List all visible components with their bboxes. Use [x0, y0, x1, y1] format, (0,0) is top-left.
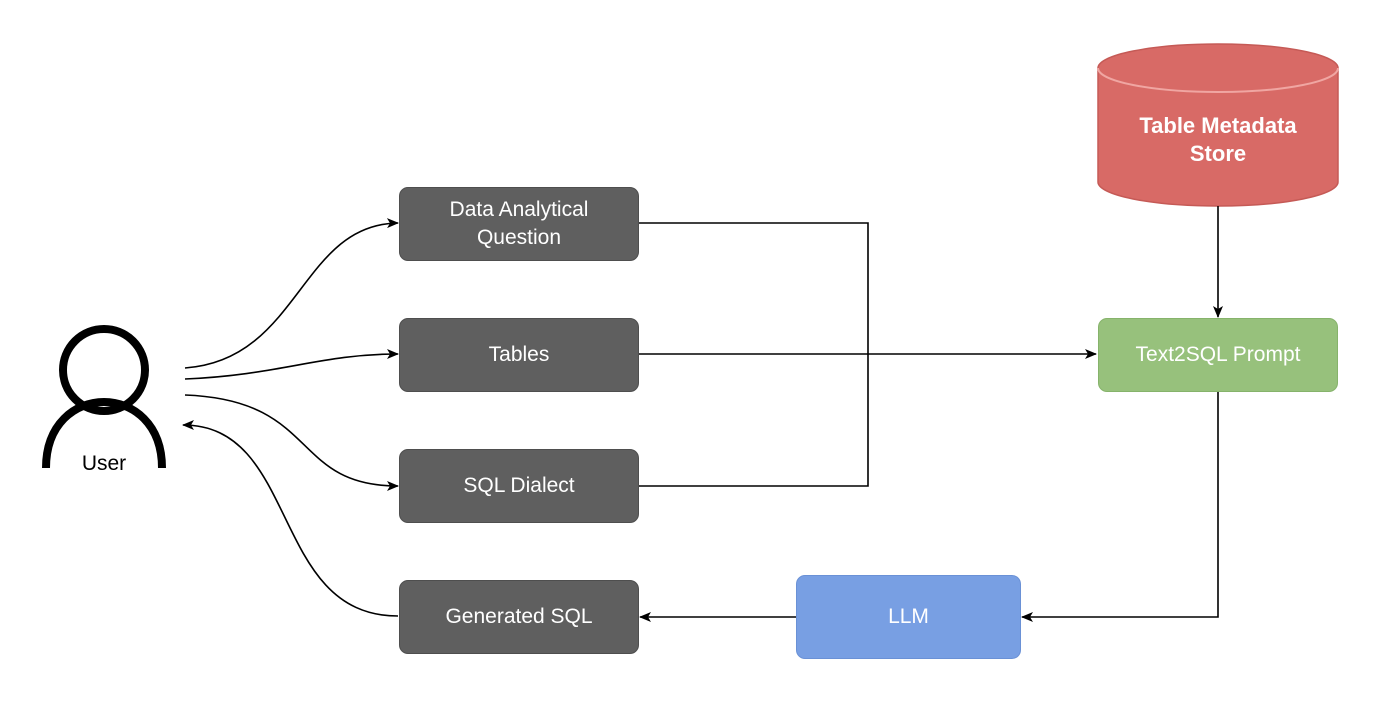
- dialect-box: SQL Dialect: [399, 449, 639, 523]
- user-label: User: [81, 452, 127, 475]
- arrow-prompt-to-llm: [1021, 391, 1219, 622]
- arrow-output-to-user: [182, 420, 399, 617]
- llm-label: LLM: [888, 605, 929, 628]
- generated-sql-label: Generated SQL: [445, 605, 593, 628]
- llm-box: LLM: [796, 575, 1021, 659]
- question-label: Data Analytical Question: [449, 198, 589, 249]
- user-icon: [42, 325, 166, 469]
- tables-label: Tables: [488, 343, 550, 366]
- generated-sql-box: Generated SQL: [399, 580, 639, 654]
- tables-box: Tables: [399, 318, 639, 392]
- text2sql-prompt-box: Text2SQL Prompt: [1098, 318, 1338, 392]
- arrow-user-to-dialect: [184, 394, 399, 491]
- metadata-store-label: Table Metadata Store: [1139, 113, 1297, 166]
- dialect-label: SQL Dialect: [463, 474, 575, 497]
- arrow-user-to-question: [184, 218, 399, 369]
- metadata-store-cylinder: [1097, 43, 1339, 207]
- question-box: Data Analytical Question: [399, 187, 639, 261]
- arrow-user-to-tables: [184, 349, 399, 380]
- text2sql-prompt-label: Text2SQL Prompt: [1135, 343, 1301, 366]
